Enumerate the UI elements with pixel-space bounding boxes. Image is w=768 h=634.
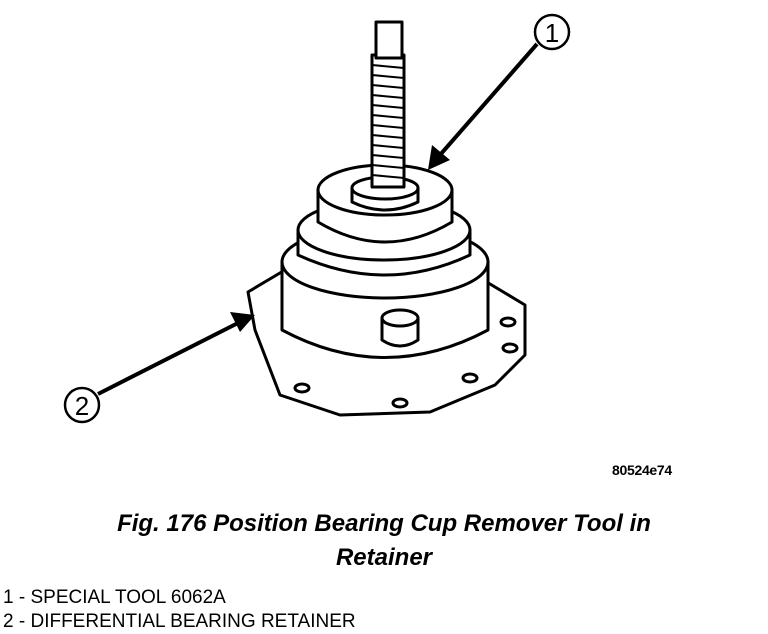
bolt-hole	[293, 382, 311, 394]
svg-text:2: 2	[75, 391, 89, 421]
legend-separator: -	[13, 611, 31, 632]
bolt-hole	[461, 372, 479, 384]
svg-text:1: 1	[545, 18, 559, 48]
callout-2: 2	[63, 312, 255, 424]
bolt-hole	[501, 342, 519, 354]
legend-separator: -	[13, 587, 31, 608]
caption-line-2: Retainer	[335, 544, 433, 571]
bolt-hole	[391, 397, 409, 409]
bolt-hole	[499, 316, 517, 328]
figure-code: 80524e74	[612, 462, 672, 478]
legend-item: 1 - SPECIAL TOOL 6062A	[3, 586, 356, 610]
callout-legend: 1 - SPECIAL TOOL 6062A 2 - DIFFERENTIAL …	[3, 586, 356, 634]
legend-label: DIFFERENTIAL BEARING RETAINER	[30, 611, 356, 632]
figure-caption: Fig. 176 Position Bearing Cup Remover To…	[0, 507, 768, 575]
legend-number: 1	[3, 587, 14, 608]
legend-number: 2	[3, 611, 14, 632]
bearing-cup-remover-illustration: 1 2	[63, 13, 571, 424]
caption-line-1: Fig. 176 Position Bearing Cup Remover To…	[117, 510, 651, 537]
legend-item: 2 - DIFFERENTIAL BEARING RETAINER	[3, 610, 356, 634]
legend-label: SPECIAL TOOL 6062A	[30, 587, 226, 608]
callout-1: 1	[428, 13, 571, 170]
